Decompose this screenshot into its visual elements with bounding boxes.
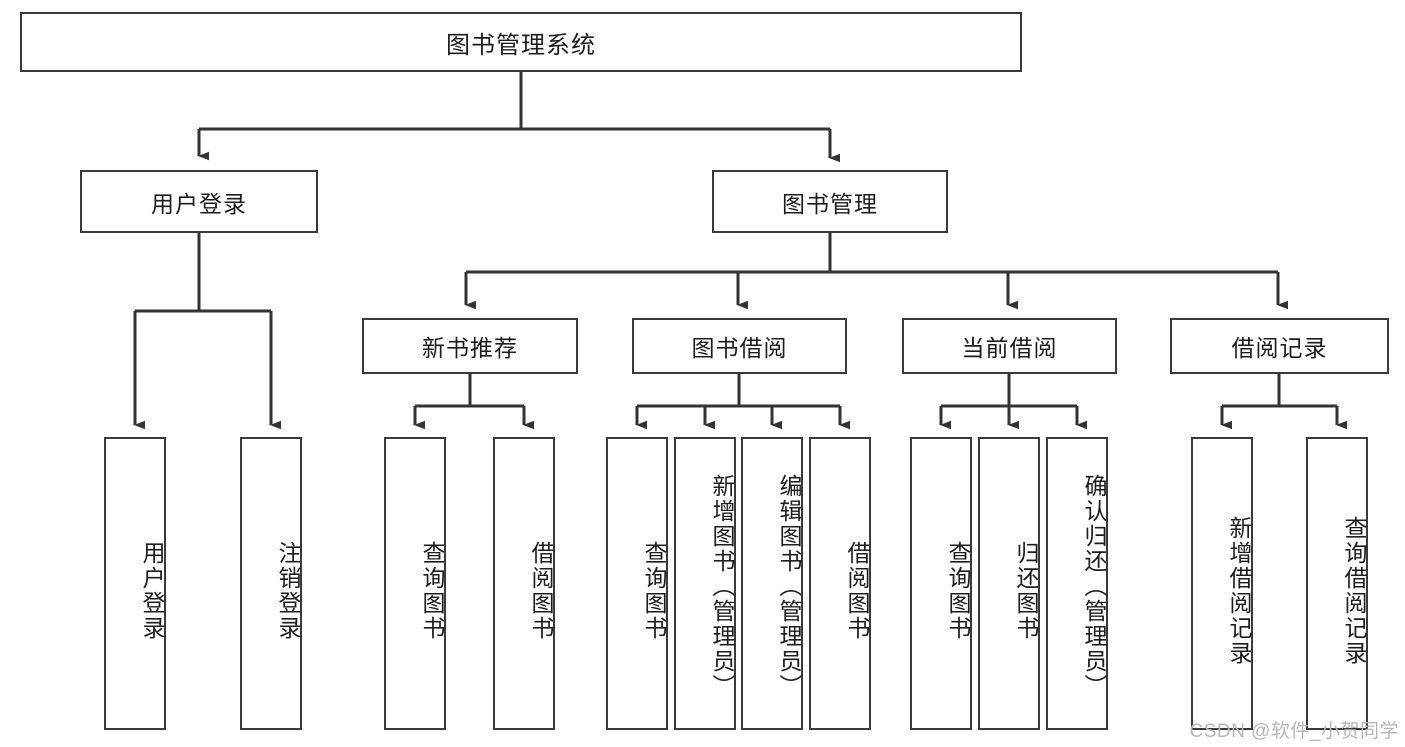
node-label: 用户登录 — [139, 540, 165, 641]
node-label: 借阅图书 — [528, 540, 554, 641]
node-label: 查询借阅记录 — [1341, 515, 1367, 666]
leaf-borrow-book[interactable]: 借阅图书 — [809, 437, 871, 730]
node-label: 图书管理系统 — [446, 31, 596, 59]
node-user-login[interactable]: 用户登录 — [80, 170, 318, 233]
leaf-query-book-current[interactable]: 查询图书 — [910, 437, 972, 730]
node-label: 新增图书（管理员） — [709, 474, 735, 699]
node-label: 当前借阅 — [961, 335, 1058, 361]
node-label: 新增借阅记录 — [1226, 515, 1252, 666]
leaf-logout[interactable]: 注销登录 — [240, 437, 302, 730]
node-label: 查询图书 — [945, 540, 971, 641]
leaf-add-borrow-record[interactable]: 新增借阅记录 — [1191, 437, 1253, 730]
node-label: 查询图书 — [419, 540, 445, 641]
leaf-user-login[interactable]: 用户登录 — [104, 437, 166, 730]
leaf-query-book-recommend[interactable]: 查询图书 — [384, 437, 446, 730]
leaf-edit-book-admin[interactable]: 编辑图书（管理员） — [741, 437, 803, 730]
node-book-borrow[interactable]: 图书借阅 — [632, 318, 847, 374]
leaf-query-book-borrow[interactable]: 查询图书 — [606, 437, 668, 730]
node-label: 确认归还（管理员） — [1081, 474, 1107, 699]
node-label: 编辑图书（管理员） — [776, 474, 802, 699]
node-label: 注销登录 — [275, 540, 301, 641]
node-borrow-record[interactable]: 借阅记录 — [1170, 318, 1389, 374]
node-book-management[interactable]: 图书管理 — [712, 170, 948, 233]
leaf-add-book-admin[interactable]: 新增图书（管理员） — [674, 437, 736, 730]
node-label: 图书管理 — [782, 190, 878, 217]
node-current-borrow[interactable]: 当前借阅 — [902, 318, 1117, 374]
node-label: 归还图书 — [1013, 540, 1039, 641]
leaf-return-book[interactable]: 归还图书 — [978, 437, 1040, 730]
leaf-confirm-return-admin[interactable]: 确认归还（管理员） — [1046, 437, 1108, 730]
node-label: 图书借阅 — [691, 335, 788, 361]
leaf-query-borrow-record[interactable]: 查询借阅记录 — [1306, 437, 1368, 730]
node-label: 查询图书 — [641, 540, 667, 641]
node-label: 新书推荐 — [422, 335, 518, 361]
leaf-borrow-book-recommend[interactable]: 借阅图书 — [493, 437, 555, 730]
node-label: 借阅记录 — [1231, 335, 1328, 361]
node-root-book-management-system[interactable]: 图书管理系统 — [20, 12, 1022, 72]
node-new-book-recommend[interactable]: 新书推荐 — [362, 318, 578, 374]
node-label: 用户登录 — [151, 190, 247, 217]
node-label: 借阅图书 — [844, 540, 870, 641]
